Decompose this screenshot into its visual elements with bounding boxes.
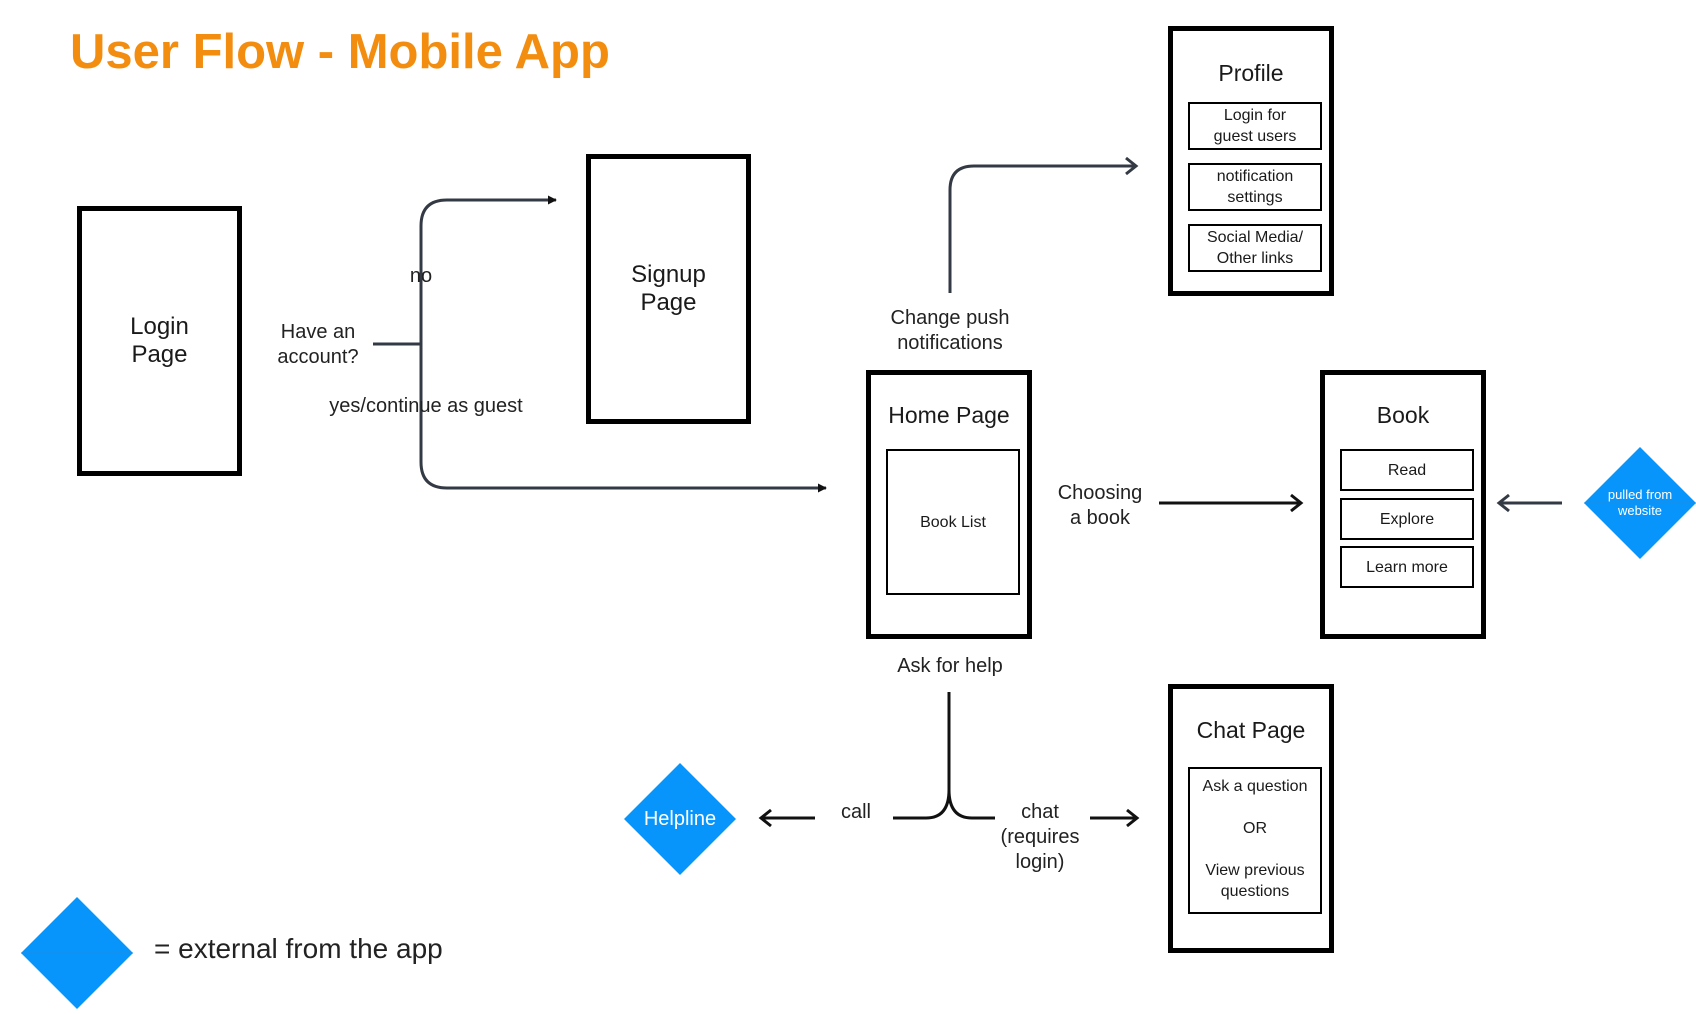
arrowhead-website (1496, 493, 1510, 513)
arrowhead-book (1290, 493, 1304, 513)
no-label: no (409, 265, 433, 287)
choosing-book-label: Choosing a book (1057, 482, 1143, 529)
helpline-label: Helpline (643, 808, 717, 830)
explore-box: Explore (1340, 498, 1474, 540)
change-push-label: Change push notifications (890, 307, 1010, 354)
yes-guest-label: yes/continue as guest (329, 395, 523, 417)
or-label: OR (1243, 820, 1267, 837)
connector-no-to-signup (419, 195, 557, 344)
profile-screen: Profile Login for guest users notificati… (1168, 26, 1334, 296)
login-page-label: Login Page (130, 313, 189, 368)
home-page-title: Home Page (888, 402, 1010, 428)
login-page-screen: Login Page (77, 206, 242, 476)
have-account-label: Have an account? (277, 321, 359, 368)
login-guest-users-box: Login for guest users (1188, 102, 1322, 150)
book-title: Book (1376, 402, 1430, 428)
legend-label: = external from the app (154, 933, 443, 964)
help-bracket (893, 692, 995, 820)
arrowhead-helpline (758, 808, 772, 828)
login-guest-users-label: Login for guest users (1213, 107, 1297, 145)
connector-yes-to-home (419, 344, 827, 493)
chat-options-box: Ask a question OR View previous question… (1188, 767, 1322, 914)
book-list-label: Book List (920, 513, 986, 531)
book-list-box: Book List (886, 449, 1020, 595)
page-title: User Flow - Mobile App (70, 25, 610, 79)
pulled-from-website-label: pulled from website (1607, 487, 1673, 518)
social-links-box: Social Media/ Other links (1188, 224, 1322, 272)
learn-more-label: Learn more (1366, 558, 1448, 576)
profile-title: Profile (1218, 60, 1284, 86)
connector-to-profile (948, 164, 1134, 293)
social-links-label: Social Media/ Other links (1206, 229, 1304, 267)
arrowhead-profile (1125, 156, 1139, 176)
arrowhead-chat (1126, 808, 1140, 828)
ask-help-label: Ask for help (897, 655, 1003, 677)
call-label: call (840, 801, 871, 823)
ask-question-label: Ask a question (1202, 778, 1308, 795)
read-box: Read (1340, 449, 1474, 491)
notification-settings-box: notification settings (1188, 163, 1322, 211)
read-label: Read (1387, 461, 1427, 479)
chat-page-title: Chat Page (1196, 717, 1306, 743)
book-screen: Book Read Explore Learn more (1320, 370, 1486, 639)
view-previous-label: View previous questions (1205, 862, 1305, 900)
chat-label: chat (requires login) (1000, 801, 1080, 873)
learn-more-box: Learn more (1340, 546, 1474, 588)
signup-page-label: Signup Page (631, 261, 706, 316)
helpline-diamond (624, 763, 736, 875)
signup-page-screen: Signup Page (586, 154, 751, 424)
explore-label: Explore (1379, 510, 1435, 528)
home-page-screen: Home Page Book List (866, 370, 1032, 639)
notification-settings-label: notification settings (1216, 168, 1294, 206)
chat-page-screen: Chat Page Ask a question OR View previou… (1168, 684, 1334, 953)
